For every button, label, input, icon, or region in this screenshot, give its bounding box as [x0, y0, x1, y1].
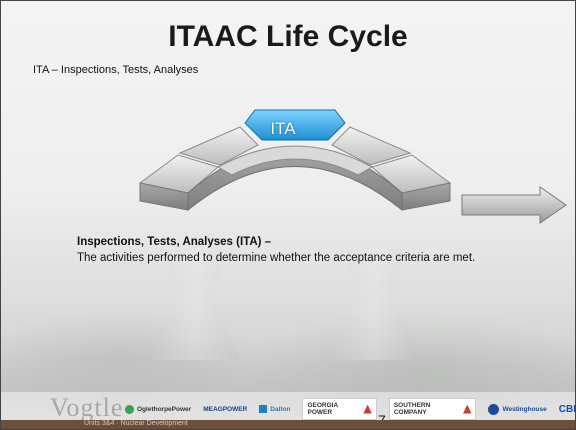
logo-text: OglethorpePower [137, 405, 192, 413]
logo-text: CBI [558, 403, 576, 415]
logo-text: SOUTHERN COMPANY [393, 402, 431, 416]
arch-segment-ita-active [244, 109, 346, 141]
arch-segment-upper-left [178, 126, 259, 166]
cbi-logo: CBI [559, 399, 576, 419]
georgia-power-logo: GEORGIA POWER [302, 398, 377, 420]
slide-title: ITAAC Life Cycle [168, 20, 408, 53]
westinghouse-mark-icon [488, 403, 500, 415]
vogtle-watermark: Vogtle [50, 393, 124, 422]
ita-segment-label: ITA [270, 119, 296, 138]
dalton-mark-icon [259, 405, 268, 413]
right-arrow-icon [461, 186, 567, 224]
itaac-lifecycle-arch-diagram [138, 109, 567, 224]
arch-segment-upper-right [331, 126, 412, 166]
meag-logo: MEAGPOWER [203, 399, 247, 419]
georgia-power-mark-icon [363, 404, 372, 414]
logo-text: MEAGPOWER [203, 405, 248, 413]
logo-text: Westinghouse [502, 405, 547, 413]
southern-company-logo: SOUTHERN COMPANY [388, 398, 477, 420]
oglethorpe-mark-icon [125, 404, 134, 414]
arch-inner-top [216, 145, 374, 176]
southern-company-mark-icon [463, 404, 472, 414]
logo-text: Dalton [270, 405, 291, 413]
footer-strip [0, 420, 576, 430]
definition-term: Inspections, Tests, Analyses (ITA) – [77, 236, 272, 248]
logo-text: GEORGIA POWER [307, 402, 338, 416]
definition-text: The activities performed to determine wh… [77, 252, 476, 264]
plant-background-photo [0, 190, 576, 430]
definition-block: Inspections, Tests, Analyses (ITA) – The… [77, 234, 547, 266]
partner-logos: OglethorpePower MEAGPOWER Dalton GEORGIA… [125, 398, 576, 420]
footer-strip-text: Units 3&4 · Nuclear Development [84, 420, 188, 427]
slide-subtitle: ITA – Inspections, Tests, Analyses [33, 64, 199, 76]
oglethorpe-logo: OglethorpePower [125, 399, 191, 419]
dalton-logo: Dalton [259, 399, 290, 419]
westinghouse-logo: Westinghouse [488, 399, 547, 419]
